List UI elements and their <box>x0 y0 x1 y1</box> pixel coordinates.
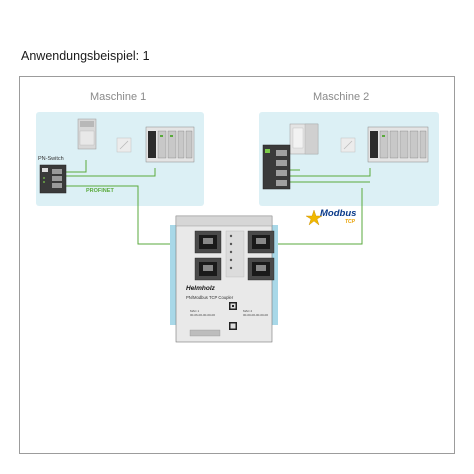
line-switch-to-coupler <box>64 185 200 245</box>
pn-switch-label: PN-Switch <box>38 156 64 162</box>
plc-machine-1 <box>77 118 97 150</box>
pn-switch-machine-1 <box>39 164 67 194</box>
coupler-device <box>170 215 278 343</box>
profinet-label: PROFINET <box>86 188 114 194</box>
device-model: PN/Modbus TCP Coupler <box>186 295 234 300</box>
line-switch-to-plc <box>66 160 87 173</box>
device-mac2-value: 00-00-00-00-00-00 <box>243 313 269 317</box>
switch-machine-2 <box>262 144 291 190</box>
device-brand: Helmholz <box>186 285 215 292</box>
line-coupler-to-m2 <box>276 188 363 245</box>
modbus-logo-mark <box>305 209 323 226</box>
device-mac1-value: 00-06-00-00-00-00 <box>190 313 216 317</box>
machine-2-label: Maschine 2 <box>313 91 370 103</box>
machine-1-label: Maschine 1 <box>90 91 147 103</box>
io-rack-machine-2 <box>367 126 429 163</box>
drive-icon-machine-1 <box>116 137 132 153</box>
io-rack-machine-1 <box>145 126 195 163</box>
connection-lines <box>64 160 371 245</box>
plc-machine-2 <box>289 123 319 155</box>
device-mac2-label: MAC 2 <box>243 309 253 313</box>
modbus-logo-name: Modbus <box>320 208 357 219</box>
page-title: Anwendungsbeispiel: 1 <box>21 49 150 63</box>
modbus-logo-sub: TCP <box>345 219 355 225</box>
line-switch-to-io <box>66 168 156 177</box>
line-m2-switch-a <box>290 168 371 177</box>
drive-icon-machine-2 <box>340 137 356 153</box>
diagram-frame <box>19 76 455 454</box>
device-mac1-label: MAC 1 <box>190 309 200 313</box>
